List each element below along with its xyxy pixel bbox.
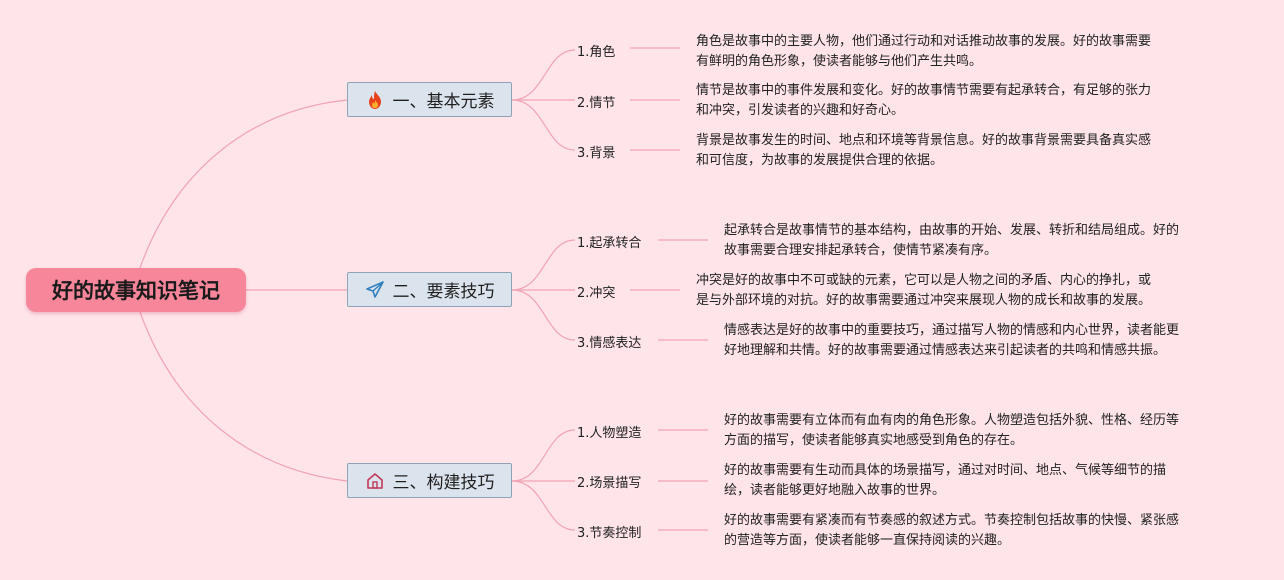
root-node[interactable]: 好的故事知识笔记 bbox=[26, 268, 246, 312]
branch-label: 一、基本元素 bbox=[392, 92, 495, 112]
leaf-story-structure[interactable]: 1.起承转合 bbox=[577, 236, 642, 251]
desc-scene-description: 好的故事需要有生动而具体的场景描写，通过对时间、地点、气候等细节的描绘，读者能够… bbox=[724, 463, 1167, 498]
desc-emotion: 情感表达是好的故事中的重要技巧，通过描写人物的情感和内心世界，读者能更好地理解和… bbox=[724, 323, 1180, 358]
leaf-emotion[interactable]: 3.情感表达 bbox=[577, 336, 642, 351]
leaf-conflict[interactable]: 2.冲突 bbox=[577, 286, 616, 301]
desc-character: 角色是故事中的主要人物，他们通过行动和对话推动故事的发展。好的故事需要有鲜明的角… bbox=[696, 34, 1152, 69]
desc-conflict: 冲突是好的故事中不可或缺的元素，它可以是人物之间的矛盾、内心的挣扎，或是与外部环… bbox=[696, 273, 1152, 308]
desc-story-structure: 起承转合是故事情节的基本结构，由故事的开始、发展、转折和结局组成。好的故事需要合… bbox=[724, 223, 1180, 258]
desc-plot: 情节是故事中的事件发展和变化。好的故事情节需要有起承转合，有足够的张力和冲突，引… bbox=[696, 83, 1152, 118]
desc-characterization: 好的故事需要有立体而有血有肉的角色形象。人物塑造包括外貌、性格、经历等方面的描写… bbox=[724, 413, 1180, 448]
leaf-plot[interactable]: 2.情节 bbox=[577, 96, 616, 111]
branch-basic-elements[interactable]: 一、基本元素 bbox=[347, 82, 512, 117]
leaf-characterization[interactable]: 1.人物塑造 bbox=[577, 426, 642, 441]
leaf-setting[interactable]: 3.背景 bbox=[577, 146, 616, 161]
leaf-scene-description[interactable]: 2.场景描写 bbox=[577, 476, 642, 491]
branch-construction-techniques[interactable]: 三、构建技巧 bbox=[347, 463, 512, 498]
root-to-branch-3 bbox=[139, 311, 348, 482]
branch-label: 二、要素技巧 bbox=[392, 282, 495, 302]
leaf-character[interactable]: 1.角色 bbox=[577, 45, 616, 60]
root-to-branch-1 bbox=[139, 99, 348, 269]
fire-icon bbox=[365, 90, 385, 110]
paper-plane-icon bbox=[365, 280, 385, 300]
branch-label: 三、构建技巧 bbox=[392, 473, 495, 493]
desc-pacing: 好的故事需要有紧凑而有节奏感的叙述方式。节奏控制包括故事的快慢、紧张感的营造等方… bbox=[724, 513, 1180, 548]
desc-setting: 背景是故事发生的时间、地点和环境等背景信息。好的故事背景需要具备真实感和可信度，… bbox=[696, 133, 1152, 168]
root-title: 好的故事知识笔记 bbox=[52, 279, 220, 303]
leaf-pacing[interactable]: 3.节奏控制 bbox=[577, 526, 642, 541]
branch-element-techniques[interactable]: 二、要素技巧 bbox=[347, 272, 512, 307]
home-icon bbox=[365, 471, 385, 491]
